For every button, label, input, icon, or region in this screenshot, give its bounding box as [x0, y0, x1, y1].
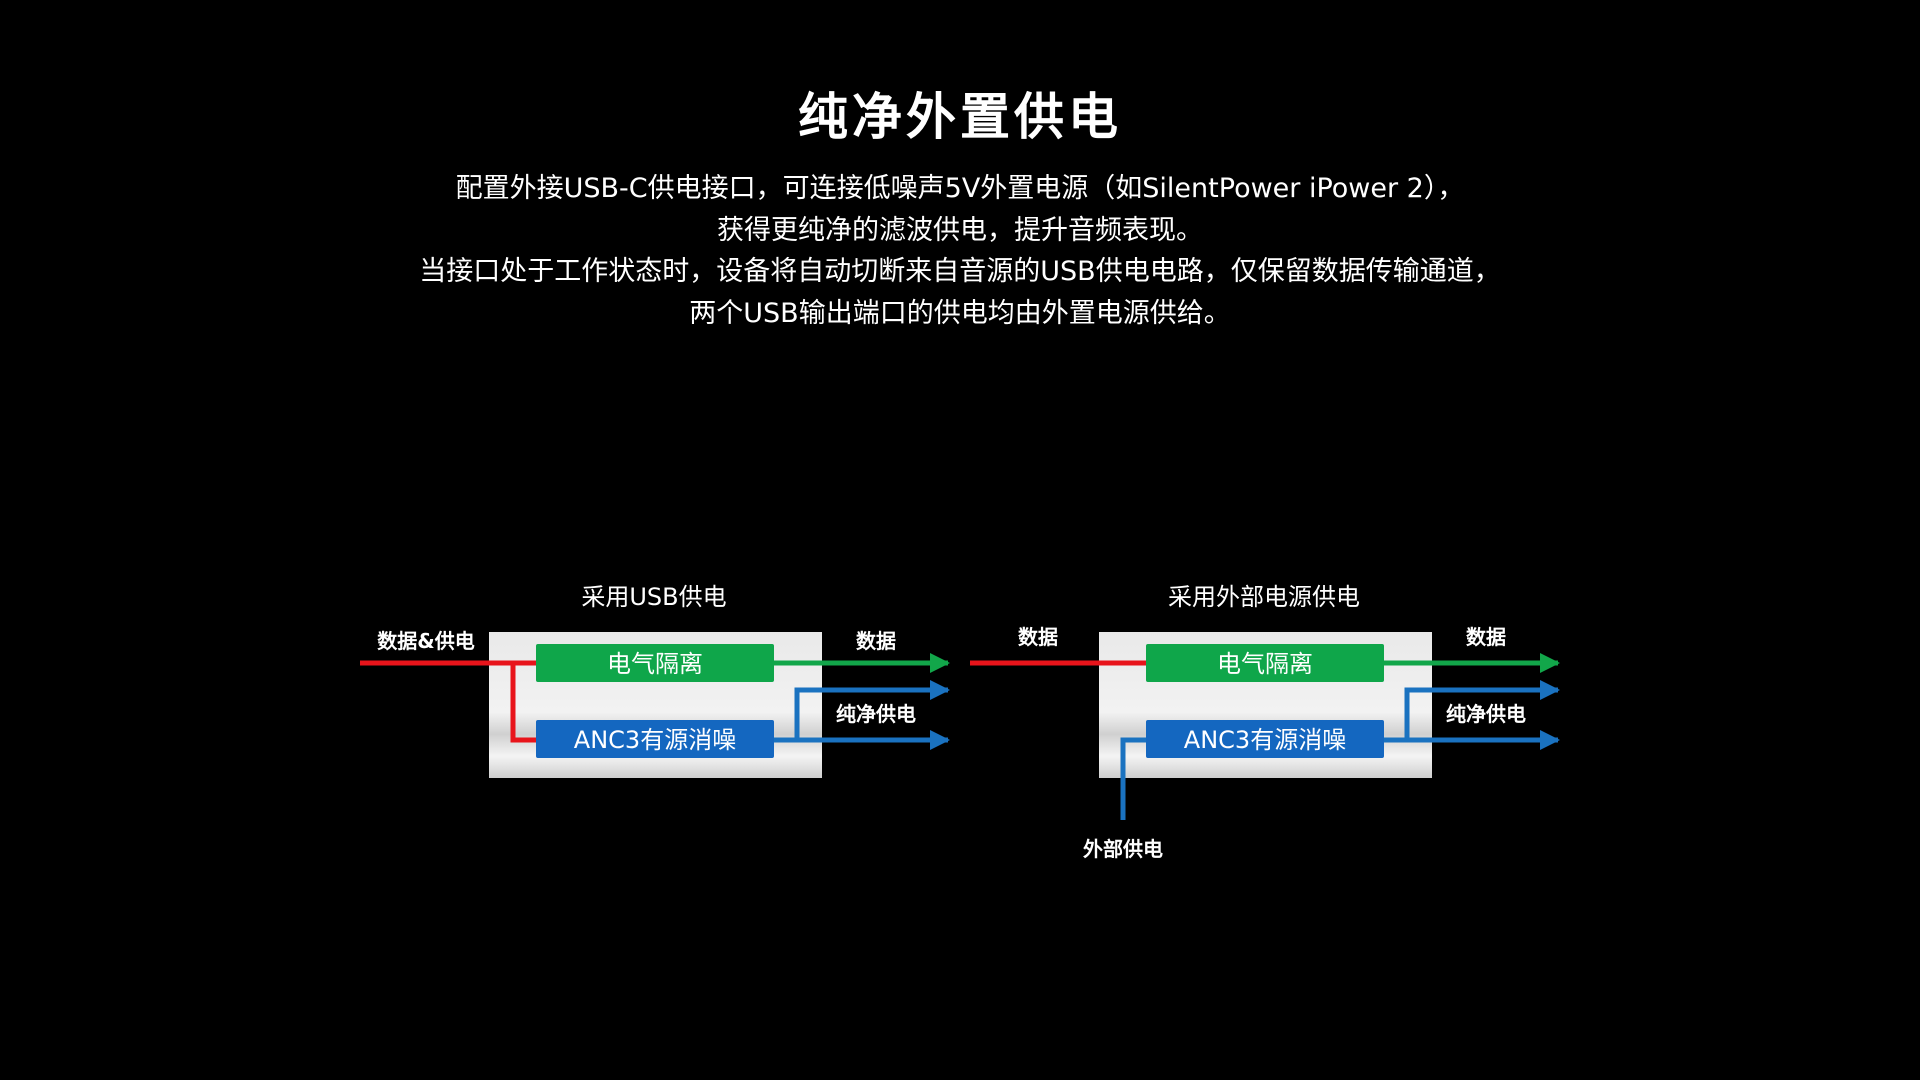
diagram-caption: 采用USB供电 [581, 583, 726, 611]
page-title: 纯净外置供电 [798, 88, 1122, 146]
isolation-module-label: 电气隔离 [607, 650, 703, 678]
anc3-module [536, 720, 774, 758]
input-label: 数据 [1018, 625, 1058, 649]
data-output-label: 数据 [1466, 625, 1506, 649]
input-label: 数据&供电 [377, 629, 474, 653]
diagram-external-power: 采用外部电源供电 数据 外部供电 电气隔离 ANC3有源消噪 数据 纯净供电 [970, 583, 1560, 861]
intro-line-2: 获得更纯净的滤波供电，提升音频表现。 [717, 214, 1203, 246]
input-power-branch-line [510, 663, 539, 743]
clean-power-output-line-2 [794, 680, 950, 740]
isolation-module-label: 电气隔离 [1217, 650, 1313, 678]
anc3-module-label: ANC3有源消噪 [1184, 726, 1346, 754]
clean-power-label: 纯净供电 [836, 702, 916, 726]
external-power-label: 外部供电 [1083, 837, 1163, 861]
intro-line-4: 两个USB输出端口的供电均由外置电源供给。 [689, 297, 1231, 329]
data-output-label: 数据 [856, 629, 896, 653]
diagram-caption: 采用外部电源供电 [1168, 583, 1360, 611]
anc3-module-label: ANC3有源消噪 [574, 726, 736, 754]
intro-line-1: 配置外接USB-C供电接口，可连接低噪声5V外置电源（如SilentPower … [455, 173, 1465, 204]
anc3-module [1146, 720, 1384, 758]
isolation-module [536, 644, 774, 682]
intro-text: 配置外接USB-C供电接口，可连接低噪声5V外置电源（如SilentPower … [0, 168, 1920, 334]
intro-line-3: 当接口处于工作状态时，设备将自动切断来自音源的USB供电电路，仅保留数据传输通道… [419, 256, 1501, 287]
external-power-line [1120, 737, 1148, 820]
clean-power-output-line-2 [1404, 680, 1560, 740]
isolation-module [1146, 644, 1384, 682]
clean-power-label: 纯净供电 [1446, 702, 1526, 726]
diagram-usb-power: 采用USB供电 数据&供电 电气隔离 ANC3有源消噪 数据 纯净供电 [360, 583, 950, 778]
